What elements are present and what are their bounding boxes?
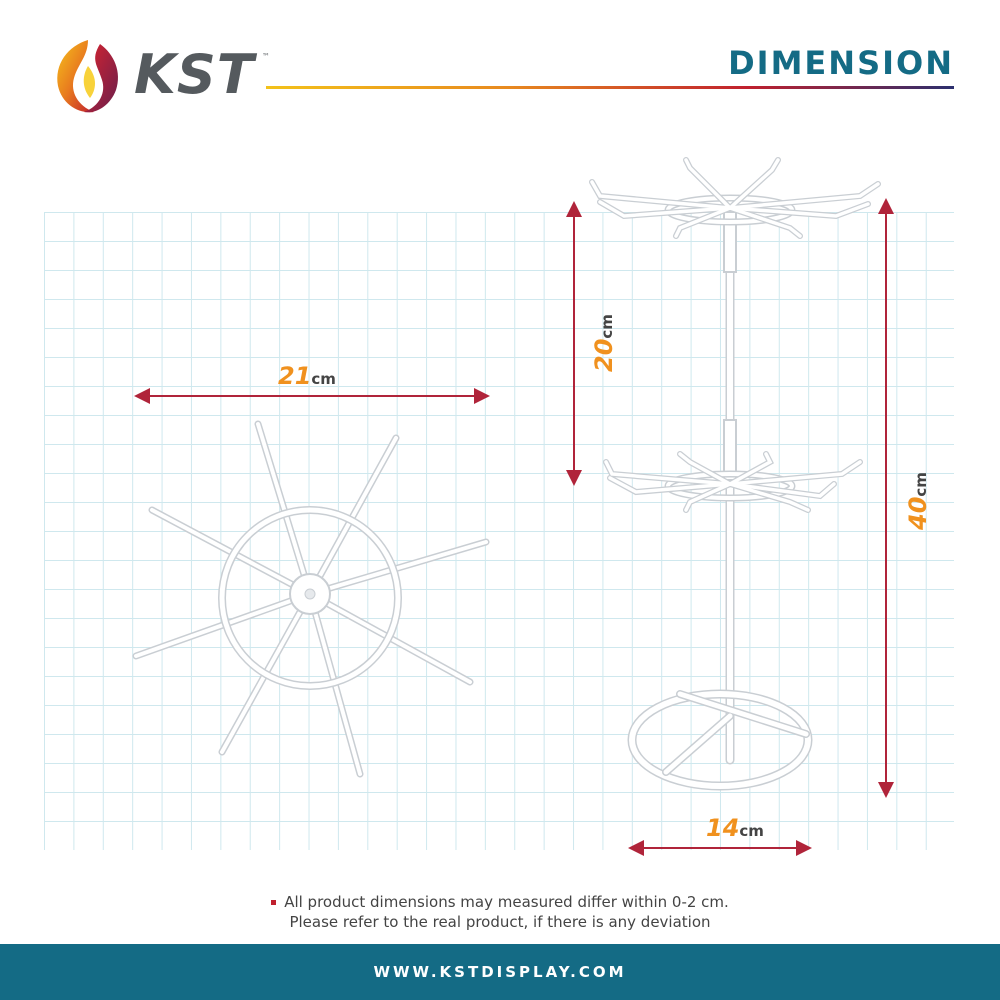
height-value: 40 xyxy=(904,496,932,530)
tier-spacing-value: 20 xyxy=(590,338,618,372)
base-unit: cm xyxy=(739,822,764,840)
header-divider xyxy=(266,86,954,89)
width-value: 21 xyxy=(278,362,312,390)
note-line-1: All product dimensions may measured diff… xyxy=(284,893,729,911)
website-link[interactable]: WWW.KSTDISPLAY.COM xyxy=(373,963,627,981)
disclaimer-note: All product dimensions may measured diff… xyxy=(0,892,1000,933)
note-line-2: Please refer to the real product, if the… xyxy=(289,913,711,932)
height-unit: cm xyxy=(912,472,930,497)
width-dimension-label: 21cm xyxy=(278,364,336,388)
trademark-symbol: ™ xyxy=(262,52,270,61)
bullet-icon xyxy=(271,900,277,905)
brand-name: KST xyxy=(134,43,255,106)
tier-spacing-unit: cm xyxy=(598,314,616,339)
footer-bar: WWW.KSTDISPLAY.COM xyxy=(0,944,1000,1000)
kst-logo-icon xyxy=(57,40,119,113)
side-view-illustration xyxy=(589,157,881,791)
base-value: 14 xyxy=(706,814,740,842)
height-dimension-label: 40cm xyxy=(904,472,932,530)
base-dimension-label: 14cm xyxy=(706,816,764,840)
top-view-illustration xyxy=(132,420,490,778)
tier-spacing-dimension-label: 20cm xyxy=(590,314,618,372)
width-unit: cm xyxy=(311,370,336,388)
page-title: DIMENSION xyxy=(728,44,954,82)
